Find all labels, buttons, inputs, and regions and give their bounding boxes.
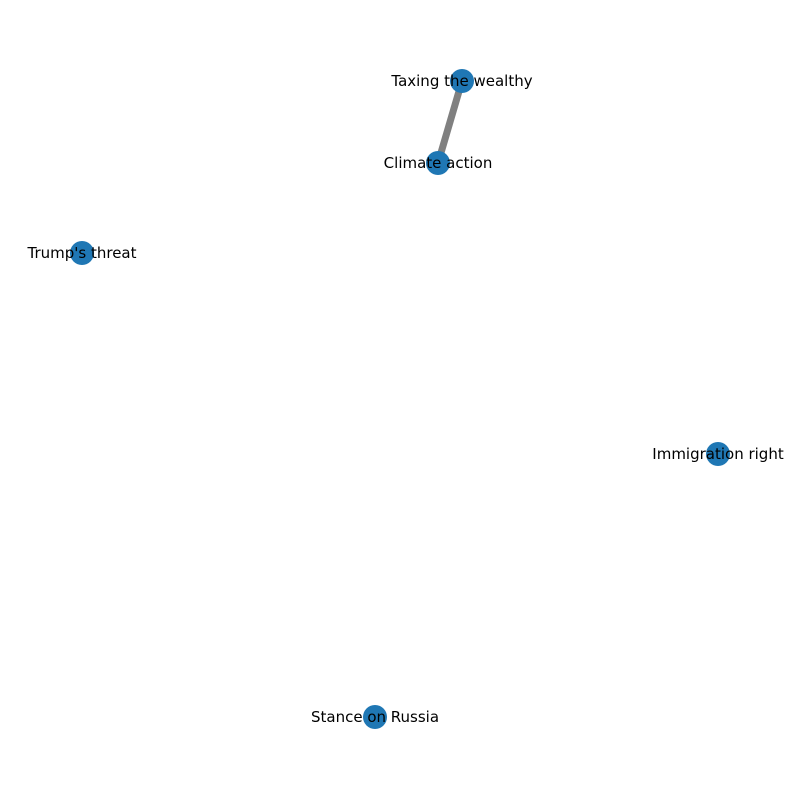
node-label: Immigration right [652,445,784,463]
node-climate-action: Climate action [384,151,493,175]
node-label: Climate action [384,154,493,172]
node-marker [70,241,94,265]
node-marker [426,151,450,175]
node-label: Stance on Russia [311,708,439,726]
node-marker [450,69,474,93]
node-label: Trump's threat [27,244,137,262]
node-trumps-threat: Trump's threat [27,241,137,265]
node-label: Taxing the wealthy [390,72,532,90]
node-immigration-right: Immigration right [652,442,784,466]
edge-layer [434,80,466,164]
node-layer: Taxing the wealthy Climate action Trump'… [27,69,784,729]
node-taxing-the-wealthy: Taxing the wealthy [390,69,533,93]
node-marker [706,442,730,466]
node-marker [363,705,387,729]
node-stance-on-russia: Stance on Russia [311,705,439,729]
edge-taxing-climate [434,80,466,164]
